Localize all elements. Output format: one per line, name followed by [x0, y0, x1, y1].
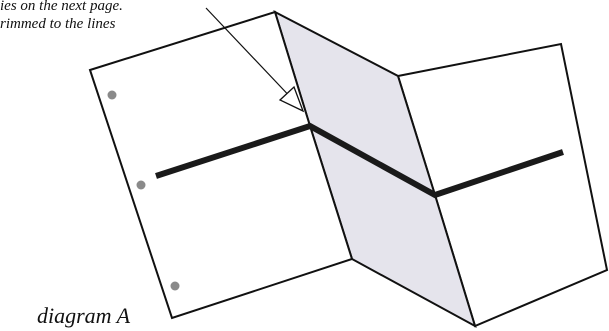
fold-line: [155, 122, 564, 199]
diagram-caption: diagram A: [37, 303, 131, 328]
annotation-arrowhead: [278, 85, 305, 113]
annotation-arrow-shaft: [205, 7, 297, 104]
binder-hole-top: [107, 90, 117, 100]
binder-hole-bottom: [170, 281, 180, 291]
annotation-line-1: ies on the next page.: [0, 0, 123, 14]
left-panel: [88, 10, 354, 320]
binder-hole-middle: [136, 180, 146, 190]
annotation-line-2: rimmed to the lines: [0, 16, 116, 32]
